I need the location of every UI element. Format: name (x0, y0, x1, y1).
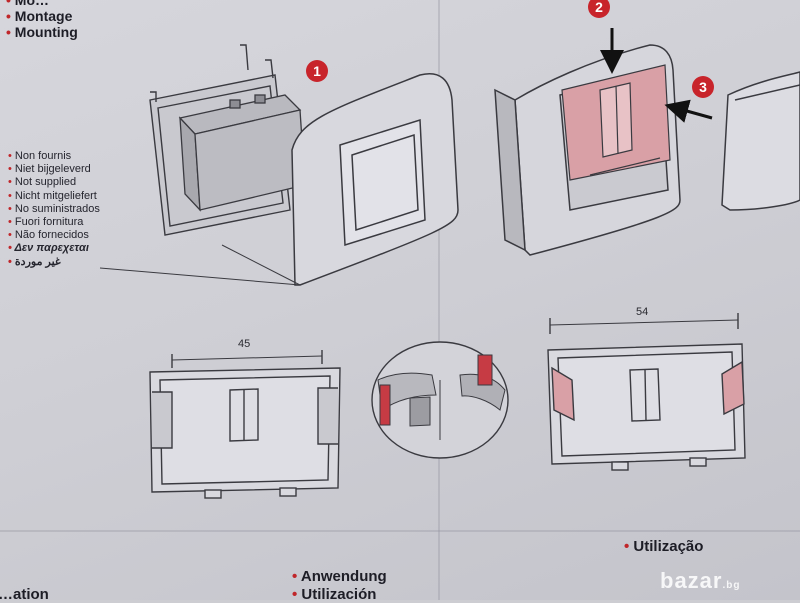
label-anwendung: • Anwendung (292, 568, 387, 585)
step-2-badge: 2 (588, 0, 610, 18)
step1-socket-module (178, 94, 306, 212)
not-supplied-it: • Fuori fornitura (8, 216, 84, 229)
not-supplied-es: • No suministrados (8, 202, 100, 215)
adapter-45-drawing (149, 350, 341, 499)
not-supplied-list: • Non fournis • Niet bijgeleverd • Not s… (8, 150, 100, 269)
step-3-badge: 3 (692, 76, 714, 98)
label-utilizacion: • Utilización (292, 586, 377, 603)
not-supplied-en: • Not supplied (8, 176, 77, 189)
step3-cover (721, 71, 800, 211)
heading-mounting: • Mounting (6, 24, 78, 40)
not-supplied-ar: غير موردة • (8, 255, 61, 268)
adapter-54-drawing (547, 313, 746, 471)
label-partial-left: …ation (0, 586, 49, 603)
pointer-line-upper (221, 244, 301, 286)
paper-fold-vertical (438, 0, 440, 600)
label-utilizacao: • Utilização (624, 538, 704, 555)
not-supplied-nl: • Niet bijgeleverd (8, 163, 91, 176)
step2-pink-adapter (561, 64, 671, 181)
paper-fold-horizontal (0, 530, 800, 532)
not-supplied-fr: • Non fournis (8, 150, 72, 162)
heading-montage-partial: • Mo… (6, 0, 50, 8)
dimension-45-label: 45 (238, 338, 251, 350)
not-supplied-el: • Δεν παρεχεται (8, 242, 89, 255)
dimension-54-label: 54 (636, 306, 649, 318)
watermark-logo: bazar.bg (660, 568, 741, 593)
not-supplied-pt: • Não fornecidos (8, 229, 89, 242)
step3-arrow (664, 99, 713, 123)
not-supplied-de: • Nicht mitgeliefert (8, 189, 97, 202)
step-1-badge: 1 (306, 60, 328, 82)
step1-cover-plate (291, 73, 459, 286)
pointer-line-lower (99, 267, 301, 286)
detail-circle (371, 341, 509, 459)
heading-montage: • Montage (6, 8, 73, 24)
